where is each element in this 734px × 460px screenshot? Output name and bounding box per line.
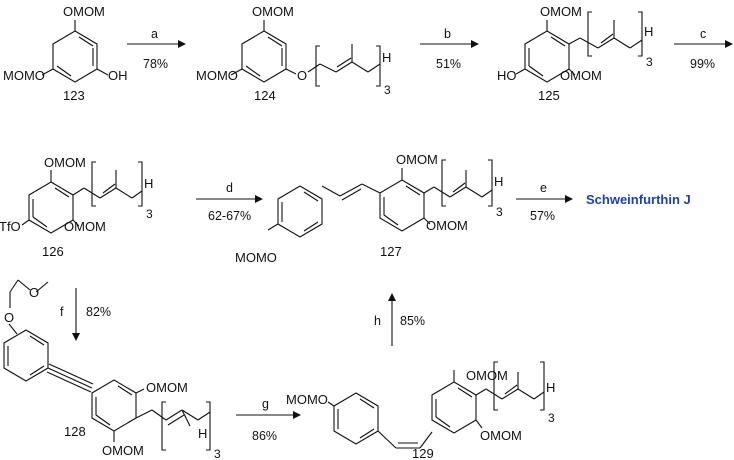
step-yield: 82% [86,305,111,319]
compound-128: O O OMOM OMOM H 3 128 [3,279,221,460]
step-d: d 62-67% [196,181,263,223]
step-yield: 62-67% [208,209,251,223]
o-label: O [29,285,39,300]
omom-label: OMOM [560,68,602,83]
step-yield: 78% [143,57,168,71]
compound-number: 127 [380,244,402,259]
step-yield: 86% [252,429,277,443]
omom-label: MOMO [3,68,45,83]
repeat-count: 3 [384,83,391,97]
step-yield: 85% [400,314,425,328]
omom-label: OMOM [63,4,105,19]
compound-124: OMOM MOMO O H 3 124 [196,4,391,103]
step-b: b 51% [420,27,479,71]
step-a: a 78% [127,27,186,71]
omom-label: OMOM [64,219,106,234]
compound-129: MOMO OMOM OMOM H 3 129 [286,361,555,460]
ether-o-label: O [297,68,307,83]
tfo-label: TfO [0,219,21,234]
repeat-count: 3 [496,205,503,219]
omom-label: OMOM [252,4,294,19]
step-letter: g [262,397,269,411]
omom-label: OMOM [102,443,144,458]
repeat-count: 3 [548,411,555,425]
step-letter: e [540,181,547,195]
o-label: O [4,310,14,325]
omom-label: OMOM [146,380,188,395]
omom-label: OMOM [426,218,468,233]
step-yield: 57% [530,209,555,223]
step-letter: h [374,314,381,328]
compound-number: 128 [64,424,86,439]
step-h: h 85% [374,293,425,346]
compound-number: 125 [538,88,560,103]
step-letter: d [226,181,233,195]
compound-number: 123 [63,88,85,103]
h-label: H [198,426,207,441]
step-yield: 99% [690,57,715,71]
h-label: H [644,24,653,39]
omom-label: OMOM [466,368,508,383]
step-letter: a [151,27,158,41]
omom-label: OMOM [540,4,582,19]
repeat-count: 3 [214,447,221,460]
compound-126: OMOM OMOM TfO H 3 126 [0,155,153,259]
step-f: f 82% [60,288,111,341]
step-c: c 99% [674,27,733,71]
compound-127: OMOM OMOM MOMO H 3 127 [235,152,503,265]
repeat-count: 3 [146,207,153,221]
omom-label: OMOM [396,152,438,167]
ho-label: HO [497,68,517,83]
repeat-count: 3 [646,55,653,69]
step-e: e 57% [516,181,573,223]
omom-label: OMOM [44,155,86,170]
omom-label: MOMO [286,392,328,407]
h-label: H [144,176,153,191]
compound-number: 129 [412,446,434,460]
step-letter: c [700,27,706,41]
compound-125: OMOM OMOM HO H 3 125 [497,4,653,103]
h-label: H [382,50,391,65]
step-letter: f [60,305,64,319]
compound-number: 124 [254,88,276,103]
h-label: H [494,174,503,189]
oh-label: OH [108,68,128,83]
compound-123: OMOM MOMO OH 123 [3,4,128,103]
omom-label: MOMO [196,68,238,83]
target-compound-name: Schweinfurthin J [586,192,691,207]
h-label: H [546,380,555,395]
compound-number: 126 [42,244,64,259]
omom-label: MOMO [235,250,277,265]
omom-label: OMOM [480,428,522,443]
step-letter: b [444,27,451,41]
step-yield: 51% [436,57,461,71]
step-g: g 86% [236,397,301,443]
